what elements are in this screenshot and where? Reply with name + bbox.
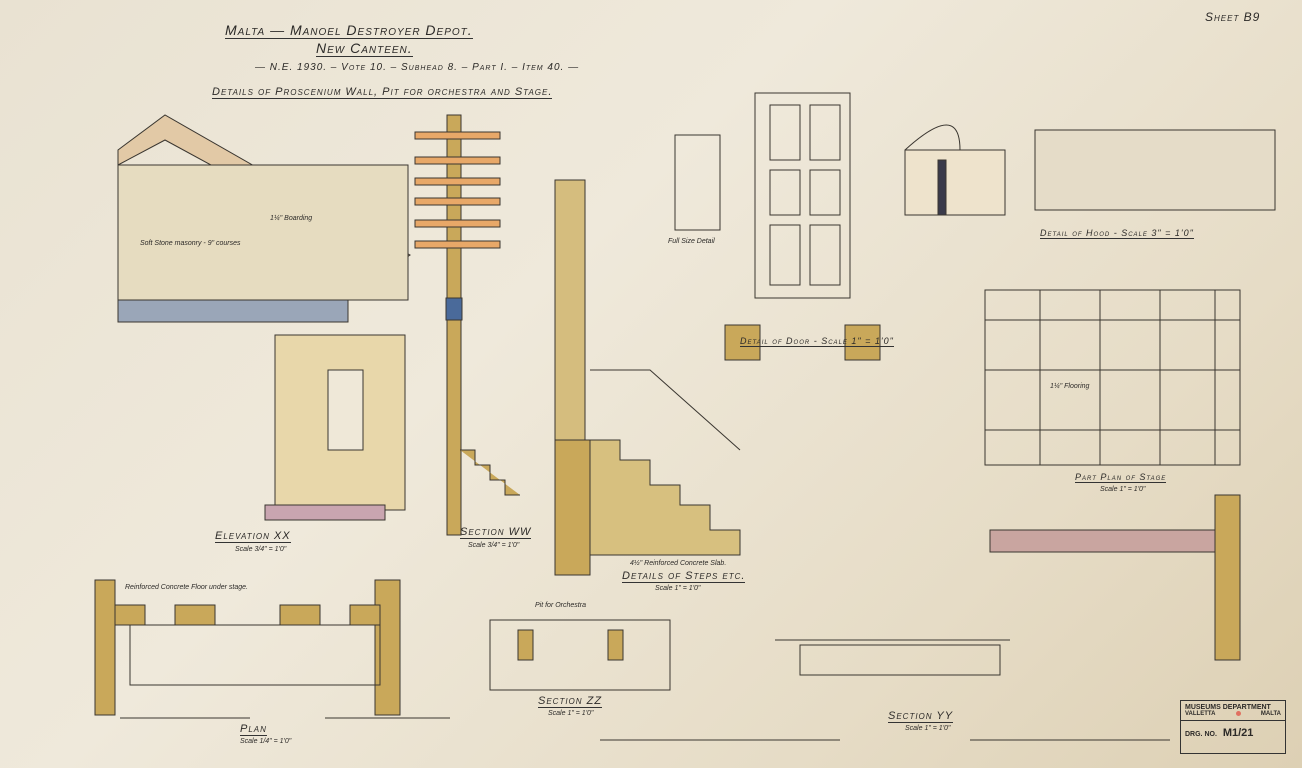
steps-flight [589,439,741,556]
museum-stamp: MUSEUMS DEPARTMENT VALLETTA MALTA DRG. NO… [1180,700,1286,754]
title-line-2: New Canteen. [316,40,413,57]
yy-beam [989,529,1216,553]
stamp-country: MALTA [1260,711,1281,717]
zz-section [489,619,671,691]
scale-section-zz: Scale 1" = 1'0" [548,710,594,717]
title-line-4: Details of Proscenium Wall, Pit for orch… [212,86,553,99]
stamp-drg-label: DRG. NO. [1185,731,1217,738]
plan-walls [94,579,401,716]
yy-slab [799,644,1001,676]
hood-plan [1034,129,1276,211]
caption-full-size-detail: Full Size Detail [668,238,715,245]
sheet-number: Sheet B9 [1205,10,1261,24]
yy-wall [1214,494,1241,661]
hatched-beam [117,299,349,323]
stamp-drg-no: M1/21 [1222,727,1254,739]
door-plan-left [724,324,761,361]
scale-plan: Scale 1/4" = 1'0" [240,738,292,745]
note-rc-slab: 4½" Reinforced Concrete Slab. [630,560,727,567]
timber-joists [414,131,501,249]
steel-column [445,297,463,321]
caption-section-zz: Section ZZ [538,695,603,708]
note-flooring: 1¼" Flooring [1050,383,1090,390]
ww-steps [460,449,520,496]
door-opening [327,369,364,451]
caption-elevation-xx: Elevation XX [215,530,291,543]
door-panels [769,104,841,286]
caption-stage-plan: Part Plan of Stage [1075,472,1167,483]
caption-hood: Detail of Hood - Scale 3" = 1'0" [1040,228,1194,239]
stage-plan-lines [985,290,1240,465]
caption-section-yy: Section YY [888,710,954,723]
steps-handrail [590,369,741,451]
scale-stage-plan: Scale 1" = 1'0" [1100,486,1146,493]
hood-arc [904,124,961,151]
door-plan-right [844,324,881,361]
stage-plan [984,289,1241,466]
plan-pit [129,624,381,686]
scale-elevation-xx: Scale 3/4" = 1'0" [235,546,287,553]
stamp-city: VALLETTA [1185,711,1216,717]
door-frame [754,92,851,299]
scale-section-ww: Scale 3/4" = 1'0" [468,542,520,549]
title-line-1: Malta — Manoel Destroyer Depot. [225,22,473,39]
note-boarding: 1¼" Boarding [270,215,313,222]
steel-beam [264,504,386,521]
stamp-dot-icon [1235,711,1241,716]
note-rc-floor: Reinforced Concrete Floor under stage. [125,584,248,591]
caption-section-ww: Section WW [460,526,532,539]
scale-steps: Scale 1" = 1'0" [655,585,701,592]
full-size-detail [674,134,721,231]
steps-wall-base [554,439,591,576]
caption-steps: Details of Steps etc. [622,570,746,583]
elevation-wall [117,164,409,301]
note-pit: Pit for Orchestra [535,602,586,609]
zz-pier-left [517,629,534,661]
caption-door: Detail of Door - Scale 1" = 1'0" [740,336,894,347]
hood-steel [937,159,947,216]
zz-pier-right [607,629,624,661]
note-soft-stone: Soft Stone masonry - 9" courses [140,240,241,247]
hood-section [904,149,1006,216]
caption-plan: Plan [240,723,267,736]
scale-section-yy: Scale 1" = 1'0" [905,725,951,732]
title-line-3: — N.E. 1930. – Vote 10. – Subhead 8. – P… [255,62,580,73]
stamp-dept: MUSEUMS DEPARTMENT [1185,704,1271,711]
